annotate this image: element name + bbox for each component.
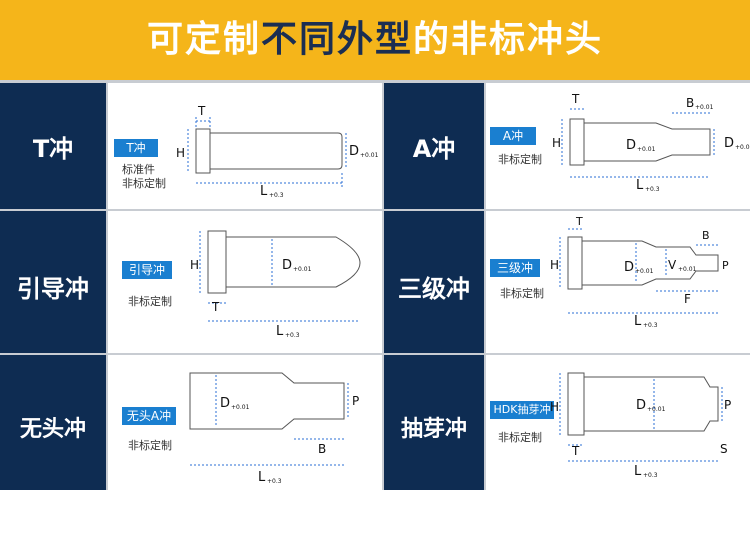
panel-a-punch: A冲 非标定制 T H B +0.01 D +0.01 D +0.01 L +0: [486, 83, 750, 209]
dim-t: T: [575, 215, 583, 228]
type-tag: A冲: [490, 127, 536, 145]
svg-text:+0.01: +0.01: [635, 268, 654, 275]
punch-grid: T冲 T冲 标准件 非标定制 T H D +0.01 L +0.3 A冲: [0, 80, 750, 490]
dim-b: B: [686, 96, 694, 110]
header-banner: 可定制不同外型的非标冲头: [0, 0, 750, 80]
svg-text:+0.01: +0.01: [231, 404, 250, 411]
a-punch-drawing: T H B +0.01 D +0.01 D +0.01 L +0.3: [552, 92, 750, 193]
panel-title: 无头冲: [19, 417, 86, 442]
panel-headless-punch: 无头A冲 非标定制 D +0.01 P B L +0.3: [108, 355, 382, 490]
title-part-1: 可定制: [146, 19, 261, 60]
type-tag: T冲: [114, 139, 158, 157]
label-t-punch: T冲: [0, 83, 106, 209]
svg-text:+0.01: +0.01: [695, 104, 714, 111]
panel-title: 引导冲: [17, 275, 89, 303]
panel-title: T冲: [32, 135, 74, 163]
svg-text:+0.01: +0.01: [678, 266, 697, 273]
svg-text:+0.01: +0.01: [360, 152, 379, 159]
panel-title: 三级冲: [398, 275, 470, 303]
dim-h: H: [550, 400, 559, 414]
dim-t: T: [211, 300, 220, 314]
note-custom: 非标定制: [498, 153, 542, 166]
dim-d: D: [624, 260, 634, 275]
label-headless-punch: 无头冲: [0, 355, 106, 490]
dim-v: V: [668, 258, 677, 272]
label-three-stage-punch: 三级冲: [384, 211, 484, 353]
headless-punch-drawing: D +0.01 P B L +0.3: [189, 372, 359, 485]
svg-text:+0.3: +0.3: [269, 192, 284, 199]
dim-p: P: [724, 398, 731, 412]
three-stage-punch-drawing: T H D +0.01 V +0.01 B P F L +0.3: [550, 215, 729, 329]
dim-t: T: [571, 444, 580, 458]
dim-l: L: [260, 184, 268, 199]
title-highlight: 不同外型: [260, 19, 413, 60]
panel-t-punch: T冲 标准件 非标定制 T H D +0.01 L +0.3: [108, 83, 382, 209]
type-tag: 引导冲: [122, 261, 172, 279]
svg-text:+0.3: +0.3: [645, 186, 660, 193]
svg-text:+0.01: +0.01: [293, 266, 312, 273]
dim-h: H: [552, 136, 561, 150]
dim-t: T: [571, 92, 580, 106]
dim-l: L: [634, 314, 642, 329]
note-custom: 非标定制: [128, 295, 172, 308]
dim-p: P: [722, 259, 729, 272]
svg-text:+0.01: +0.01: [637, 146, 656, 153]
svg-text:+0.3: +0.3: [267, 478, 282, 485]
label-a-punch: A冲: [384, 83, 484, 209]
extrusion-punch-drawing: H T D +0.01 P S L +0.3: [550, 372, 731, 479]
panel-extrusion-punch: HDK抽芽冲 非标定制 H T D +0.01 P S L +0.3: [486, 355, 750, 490]
svg-text:+0.3: +0.3: [643, 322, 658, 329]
note-standard: 标准件: [122, 163, 155, 176]
dim-d: D: [626, 138, 636, 153]
svg-text:+0.3: +0.3: [643, 472, 658, 479]
dim-h: H: [176, 146, 185, 160]
dim-p: P: [352, 394, 359, 408]
dim-d: D: [349, 144, 359, 159]
panel-title: A冲: [412, 135, 456, 163]
dim-d2: D: [724, 136, 734, 151]
note-custom: 非标定制: [500, 287, 544, 300]
title-part-3: 的非标冲头: [413, 19, 604, 60]
dim-l: L: [258, 470, 266, 485]
note-custom: 非标定制: [498, 431, 542, 444]
type-tag: HDK抽芽冲: [490, 401, 554, 419]
svg-text:+0.01: +0.01: [647, 406, 666, 413]
dim-l: L: [634, 464, 642, 479]
note-custom: 非标定制: [122, 177, 166, 190]
dim-d: D: [282, 258, 292, 273]
svg-text:+0.3: +0.3: [285, 332, 300, 339]
label-pilot-punch: 引导冲: [0, 211, 106, 353]
dim-l: L: [276, 324, 284, 339]
panel-pilot-punch: 引导冲 非标定制 H T D +0.01 L +0.3: [108, 211, 382, 353]
label-extrusion-punch: 抽芽冲: [384, 355, 484, 490]
panel-three-stage-punch: 三级冲 非标定制 T H D +0.01 V +0.01 B P: [486, 211, 750, 353]
dim-f: F: [684, 292, 691, 306]
dim-t: T: [197, 104, 206, 118]
dim-l: L: [636, 178, 644, 193]
panel-title: 抽芽冲: [400, 417, 467, 442]
page-title: 可定制不同外型的非标冲头: [0, 16, 750, 64]
dim-d: D: [636, 398, 646, 413]
svg-text:+0.01: +0.01: [735, 144, 750, 151]
note-custom: 非标定制: [128, 439, 172, 452]
dim-h: H: [190, 258, 199, 272]
type-tag: 三级冲: [490, 259, 540, 277]
t-punch-drawing: T H D +0.01 L +0.3: [176, 104, 379, 199]
dim-b: B: [318, 442, 326, 456]
dim-d: D: [220, 396, 230, 411]
dim-b: B: [702, 229, 710, 242]
pilot-punch-drawing: H T D +0.01 L +0.3: [190, 230, 361, 339]
dim-h: H: [550, 258, 559, 272]
dim-s: S: [720, 442, 728, 456]
type-tag: 无头A冲: [122, 407, 176, 425]
